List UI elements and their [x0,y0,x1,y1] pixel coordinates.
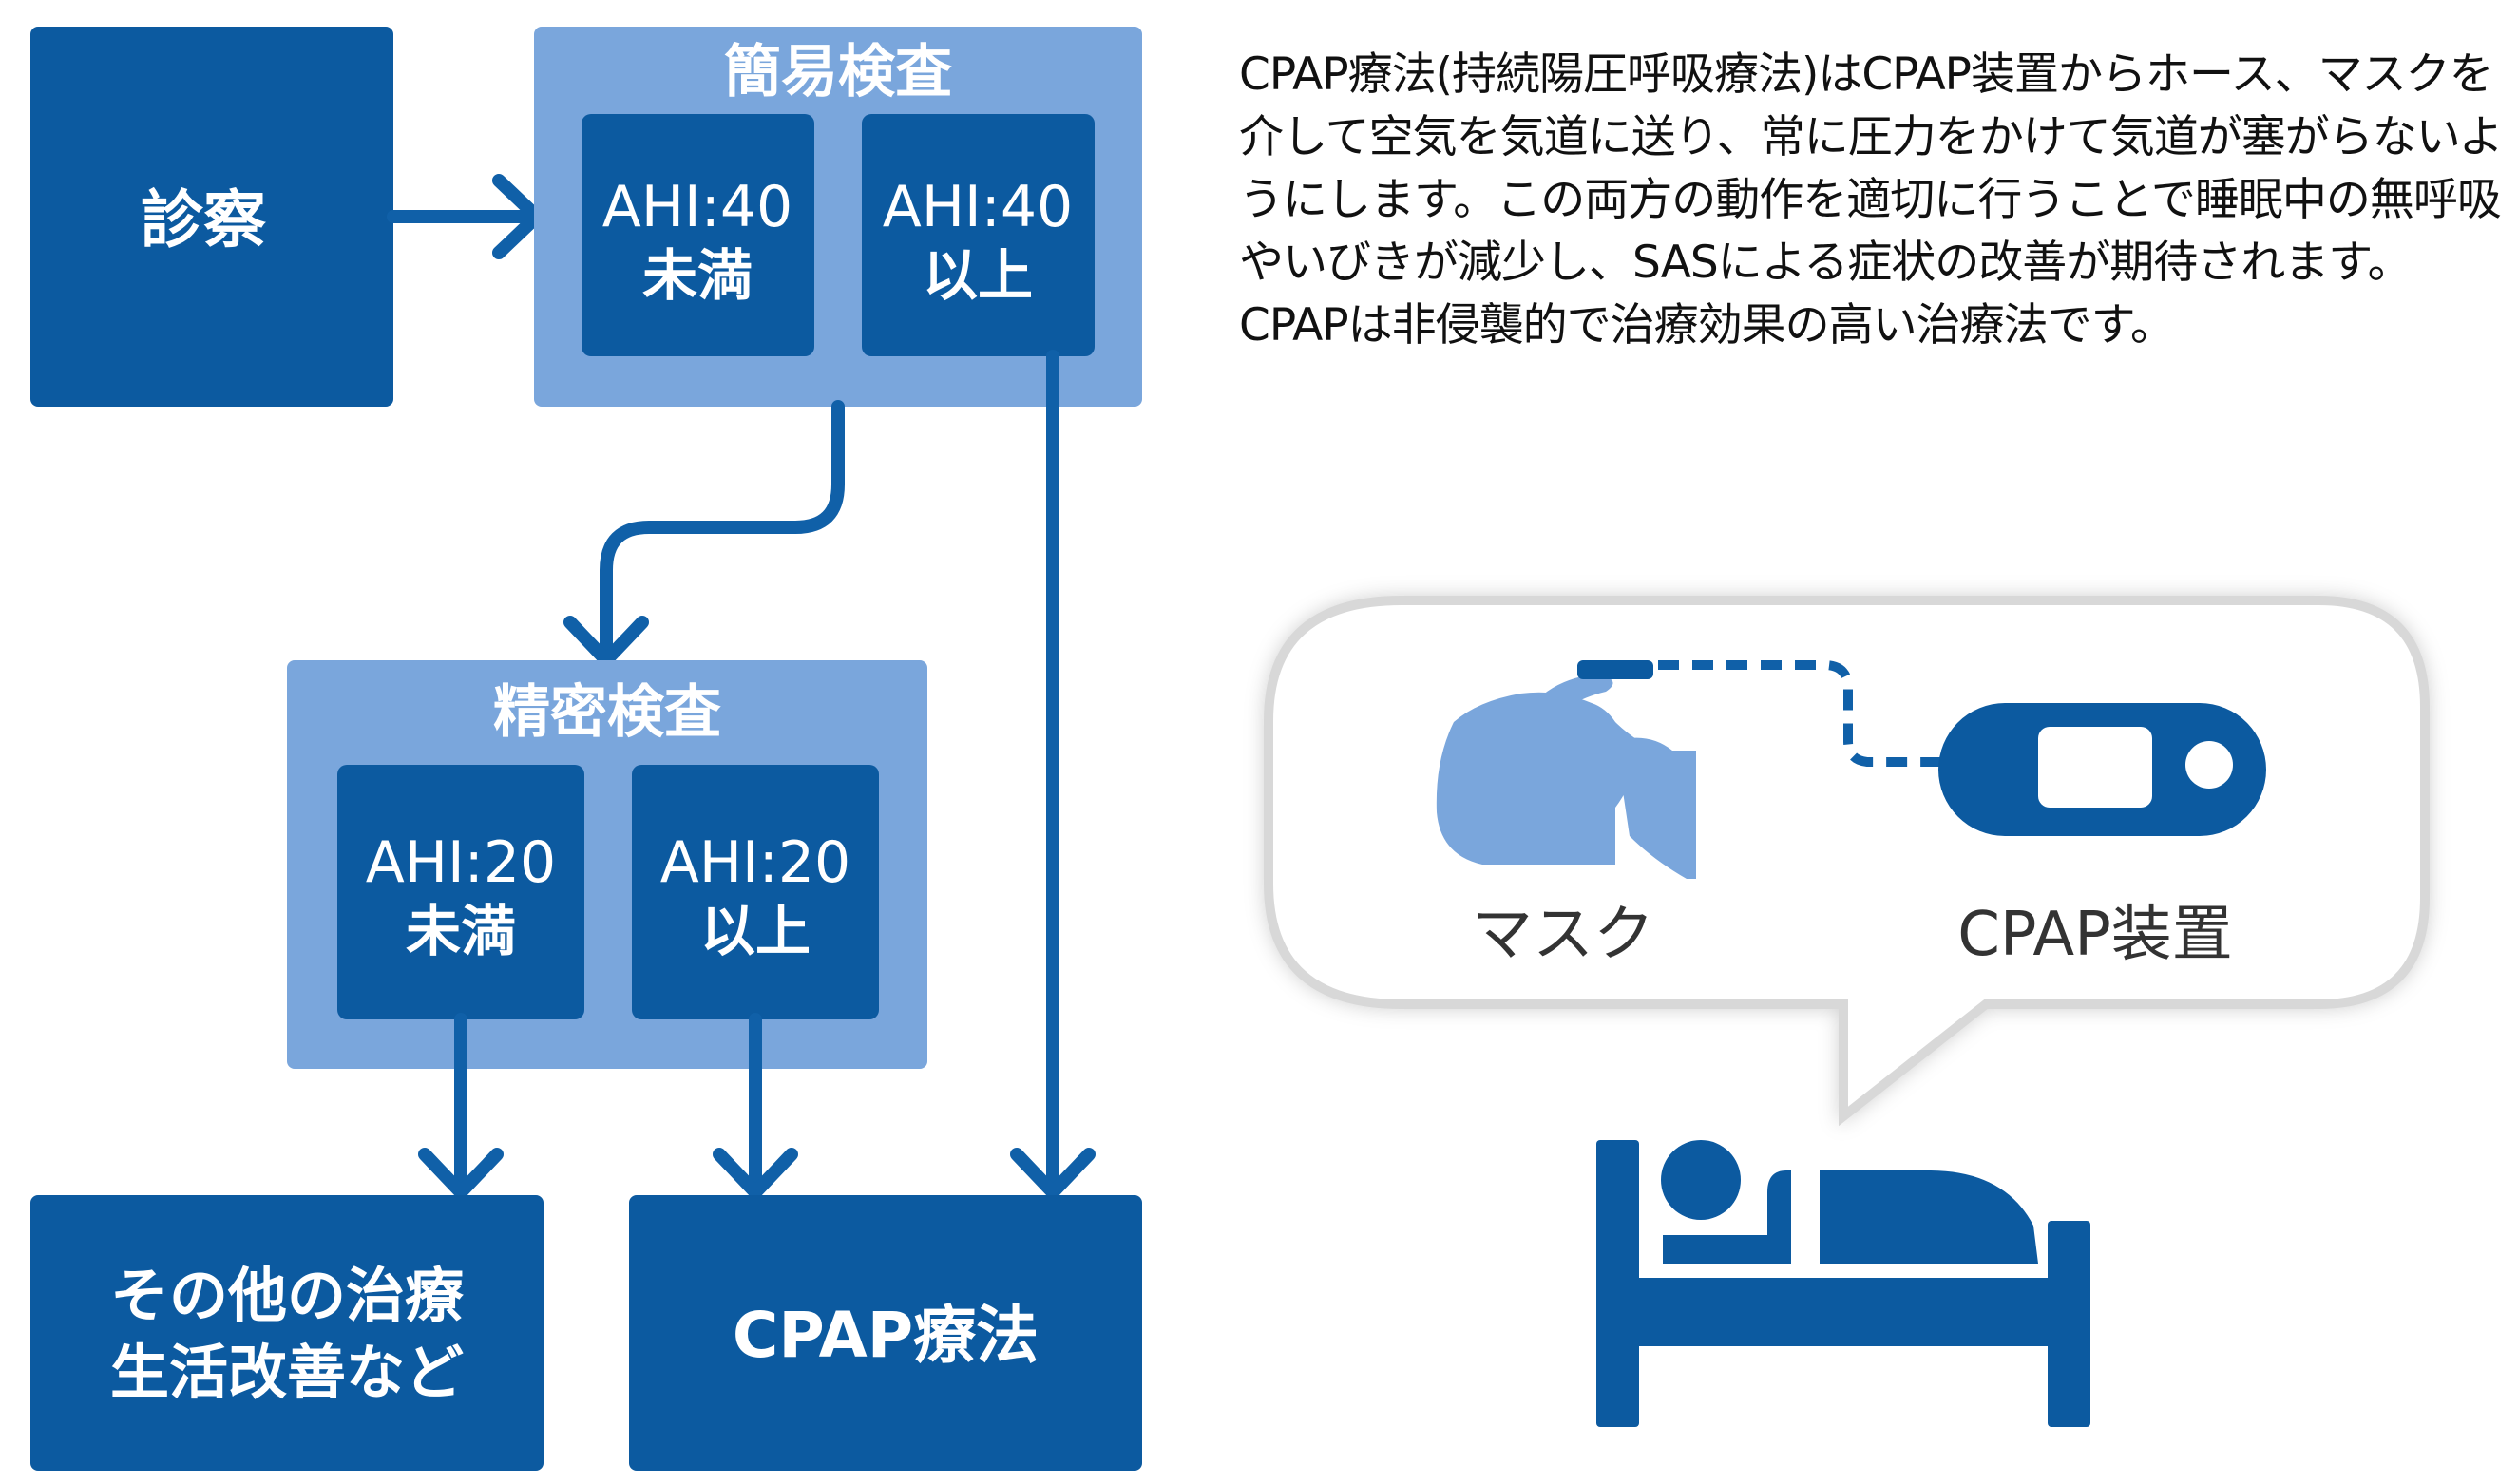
cpap-device-icon [1938,703,2266,836]
arrow-screening-to-detailed [563,400,845,667]
other-treatment-line2: 生活改善など [110,1338,464,1407]
cpap-therapy-label: CPAP療法 [733,1299,1039,1372]
arrow-ahi20-under-to-other [418,1013,504,1199]
screening-ahi40-under-label: 未満 [642,243,753,308]
detailed-ahi20-over-label: 以上 [700,899,811,963]
description-paragraph-1: CPAP療法(持続陽圧呼吸療法)はCPAP装置からホース、マスクを介して空気を気… [1239,48,2504,289]
detailed-ahi20-over-box [632,765,879,1019]
sleeping-person-bed-icon [1596,1140,2090,1427]
speech-bubble [1264,596,2430,1127]
detailed-ahi20-under-label: 未満 [406,899,516,963]
mask-label: マスク [1472,900,1654,970]
cpap-description: CPAP療法(持続陽圧呼吸療法)はCPAP装置からホース、マスクを介して空気を気… [1239,44,2504,357]
screening-ahi40-over-box [862,114,1095,356]
consult-box [30,27,393,407]
arrow-consult-to-screening [387,174,544,259]
detailed-ahi20-over-value: AHI:20 [660,829,850,896]
screening-ahi40-under-box [582,114,814,356]
other-treatment-box [30,1195,544,1471]
detailed-ahi20-under-value: AHI:20 [366,829,556,896]
screening-ahi40-over-label: 以上 [923,243,1033,308]
head-with-mask-icon [1436,660,1696,879]
screening-ahi40-over-value: AHI:40 [883,174,1073,240]
description-paragraph-2: CPAPは非侵襲的で治療効果の高い治療法です。 [1239,299,2175,352]
hose-line [1658,660,1943,767]
arrow-ahi40-over-to-cpap [1010,350,1096,1199]
detailed-ahi20-under-box [337,765,584,1019]
other-treatment-line1: その他の治療 [110,1261,464,1330]
arrow-ahi20-over-to-cpap [713,1013,798,1199]
consult-label: 診察 [141,183,266,257]
cpap-device-label: CPAP装置 [1957,900,2233,970]
screening-title: 簡易検査 [724,39,952,105]
screening-ahi40-under-value: AHI:40 [602,174,792,240]
cpap-therapy-box [629,1195,1142,1471]
detailed-title: 精密検査 [493,679,721,746]
